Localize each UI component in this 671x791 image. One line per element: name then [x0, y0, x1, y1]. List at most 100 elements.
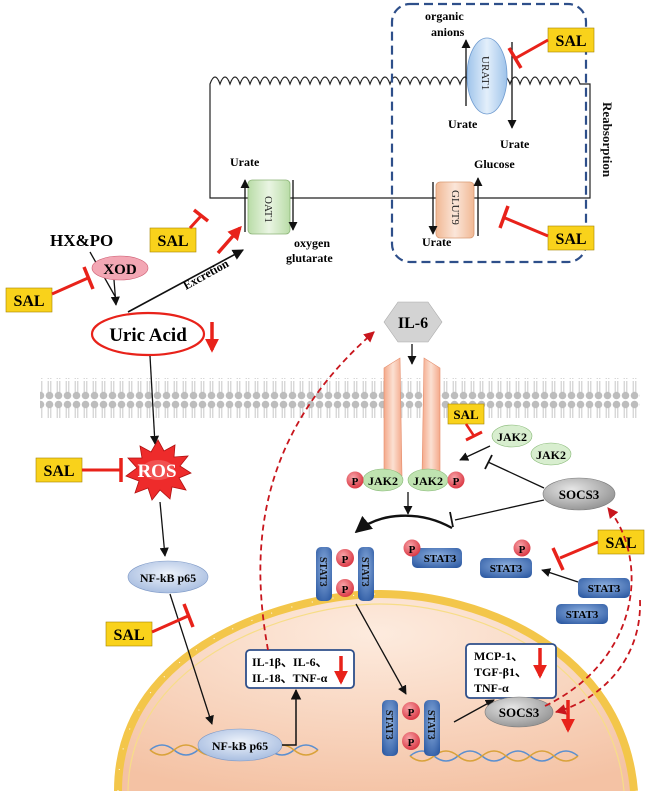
cytokine-box: [245, 649, 355, 689]
feedback-socs3: [544, 507, 633, 707]
svg-text:STAT3: STAT3: [359, 557, 370, 587]
xod-enzyme: [91, 255, 149, 281]
oat1-label: OAT1: [262, 196, 274, 223]
phospho-jak2-left: [346, 471, 364, 489]
stat3-phospho-monomer-2: STAT3 P: [480, 539, 532, 578]
svg-text:STAT3: STAT3: [425, 710, 436, 740]
svg-text:SAL: SAL: [453, 407, 479, 422]
uric-acid-label: Uric Acid: [109, 325, 187, 346]
stat3-phosphorylation-arrow: [541, 568, 579, 583]
feedback-socs3-start: [554, 599, 641, 715]
svg-text:SAL: SAL: [43, 463, 74, 480]
sal-box-urat1: SAL: [547, 27, 595, 53]
reabsorption-label: Reabsorption: [600, 102, 615, 178]
gene-line2: TGF-β1、: [474, 665, 527, 679]
svg-text:SAL: SAL: [157, 233, 188, 250]
stat3-monomer-a: STAT3: [578, 578, 630, 598]
reabsorption-box: [390, 2, 588, 264]
glut9-label: GLUT9: [449, 190, 461, 225]
svg-text:SAL: SAL: [113, 627, 144, 644]
sal-box-stat3: SAL: [597, 529, 645, 555]
jak2-free-1-label: JAK2: [497, 430, 527, 444]
glut9-transporter: GLUT9: [428, 177, 483, 239]
il6-hexagon: [383, 301, 443, 343]
stat3-dimerization-arrow: [354, 514, 453, 534]
nfkb-to-cytokines-arrow: [282, 688, 302, 746]
excretion-arrow: [127, 249, 244, 313]
inhibit-nfkb: [151, 603, 195, 634]
svg-text:STAT3: STAT3: [383, 710, 394, 740]
inhibit-stat3: [551, 540, 599, 571]
urat1-urate-out-label: Urate: [500, 137, 530, 151]
stat3-dimer-nucleus: STAT3 STAT3 P P: [382, 700, 440, 756]
stat3-translocation-arrow: [355, 603, 407, 695]
ros-to-nfkb-arrow: [159, 501, 169, 557]
urat1-urate-in-label: Urate: [448, 117, 478, 131]
feedback-to-il6: [259, 331, 375, 651]
hxpo-to-uric-arrow: [110, 279, 120, 306]
socs3-inhibit-stat3: [449, 499, 545, 528]
nfkb-translocation-arrow: [169, 593, 214, 725]
excretion-label: Excretion: [181, 256, 232, 293]
xod-label: XOD: [103, 262, 137, 278]
inhibit-jak2: [464, 423, 483, 442]
svg-text:P: P: [342, 584, 349, 596]
gene-line3: TNF-α: [474, 681, 509, 695]
inhibit-oat1: [188, 208, 210, 230]
sal-box-oat1: SAL: [149, 227, 197, 253]
svg-text:STAT3: STAT3: [588, 583, 621, 595]
phospho-jak2-left-label: P: [352, 476, 359, 488]
glutarate-label: glutarate: [286, 251, 333, 265]
cytokine-line2: IL-18、TNF-α: [252, 671, 328, 685]
stat3-dimer-cytoplasm: STAT3 STAT3 P P: [316, 547, 374, 601]
svg-text:SAL: SAL: [555, 33, 586, 50]
svg-text:P: P: [408, 707, 415, 719]
urat1-transporter: URAT1: [461, 37, 517, 129]
stat3-to-socs3-arrow: [453, 699, 495, 723]
svg-text:P: P: [342, 554, 349, 566]
jak2-right-label: JAK2: [413, 474, 443, 488]
il6-label: IL-6: [398, 315, 428, 332]
svg-text:STAT3: STAT3: [490, 563, 523, 575]
oxygen-label: oxygen: [294, 236, 330, 250]
stat3-phospho-monomer: STAT3 P: [403, 539, 462, 568]
stat3-monomer-b: STAT3: [556, 604, 608, 624]
socs3-cytoplasm: [542, 477, 616, 511]
oat1-urate-label: Urate: [230, 155, 260, 169]
urat1-label: URAT1: [479, 56, 491, 90]
inhibit-xod: [51, 266, 95, 296]
ros-label: ROS: [137, 461, 176, 482]
socs3-cytoplasm-label: SOCS3: [559, 487, 600, 502]
svg-text:P: P: [408, 737, 415, 749]
sal-box-glut9: SAL: [547, 225, 595, 251]
ros-burst: [125, 439, 192, 501]
il6-receptor: [383, 357, 441, 477]
anions-label: anions: [431, 25, 465, 39]
jak2-left-label: JAK2: [368, 474, 398, 488]
sal-box-xod: SAL: [5, 287, 53, 313]
uric-acid-oval: [90, 311, 206, 357]
glut9-urate-label: Urate: [422, 235, 452, 249]
sal-box-ros: SAL: [35, 457, 83, 483]
excretion-up-arrow: [216, 225, 242, 255]
svg-text:P: P: [519, 544, 526, 556]
socs3-nucleus-label: SOCS3: [499, 705, 540, 720]
apical-membrane: [209, 76, 591, 199]
svg-text:STAT3: STAT3: [566, 609, 599, 621]
inhibit-glut9: [498, 205, 549, 238]
jak2-free-1: [491, 424, 533, 448]
jak2-free-2-label: JAK2: [536, 448, 566, 462]
jak2-free-2: [530, 442, 572, 466]
plasma-membrane: [40, 378, 640, 418]
tubule-cell: [209, 76, 591, 199]
phospho-jak2-right-label: P: [453, 476, 460, 488]
nfkb-nucleus-label: NF-kB p65: [212, 739, 268, 753]
glucose-label: Glucose: [474, 157, 515, 171]
svg-text:SAL: SAL: [13, 293, 44, 310]
svg-text:SAL: SAL: [555, 231, 586, 248]
inhibit-ros: [82, 458, 123, 482]
oat1-transporter: OAT1: [240, 179, 298, 235]
nfkb-cytoplasm-label: NF-kB p65: [140, 571, 196, 585]
sal-box-jak2: SAL: [447, 403, 485, 425]
